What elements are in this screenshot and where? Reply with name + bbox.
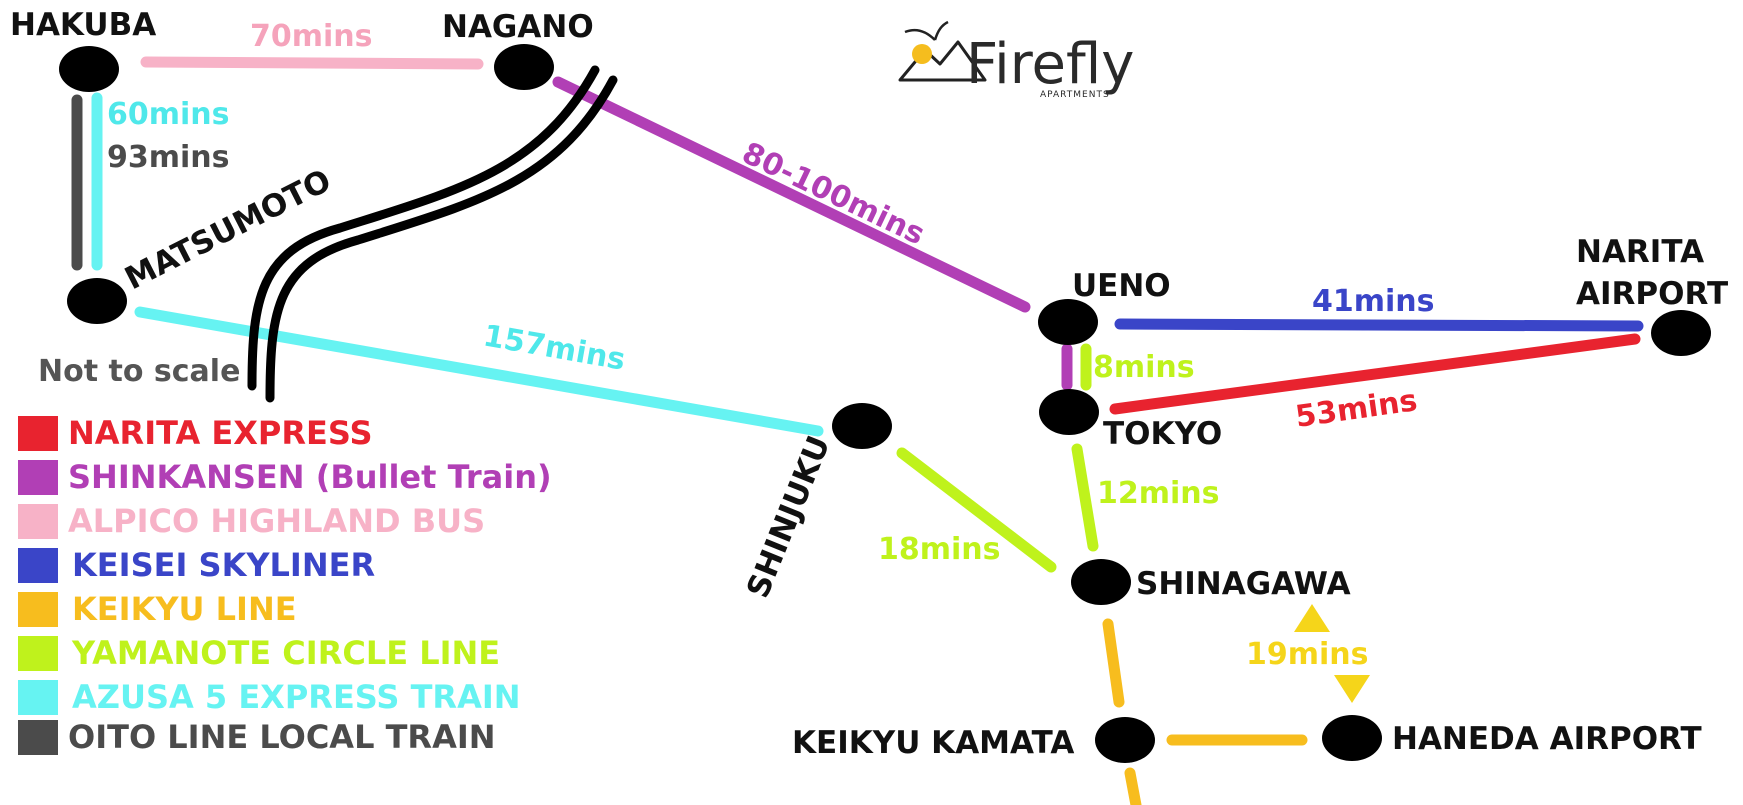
time-tokyo-shinagawa: 12mins xyxy=(1097,476,1220,511)
legend-label-keikyu-line: KEIKYU LINE xyxy=(72,590,297,628)
legend-label-azusa: AZUSA 5 EXPRESS TRAIN xyxy=(72,678,521,716)
time-tokyo-narita: 53mins xyxy=(1293,383,1419,435)
logo-name: Firefly xyxy=(966,32,1134,97)
time-hakuba-matsumoto-azusa: 60mins xyxy=(107,97,230,132)
legend-swatch-azusa xyxy=(18,680,58,715)
legend-swatch-shinkansen xyxy=(18,460,58,495)
legend-swatch-narita-express xyxy=(18,416,58,451)
station-label-ueno: UENO xyxy=(1072,268,1171,304)
station-dot-keikyu-kamata[interactable] xyxy=(1095,717,1155,763)
time-ueno-narita: 41mins xyxy=(1312,284,1435,319)
legend-item: KEISEI SKYLINER xyxy=(18,546,375,584)
station-dot-ueno[interactable] xyxy=(1038,299,1098,345)
route-yamanote-tokyo-shinagawa xyxy=(1071,443,1099,552)
station-dot-hakuba[interactable] xyxy=(59,46,119,92)
station-label-matsumoto: MATSUMOTO xyxy=(119,163,337,298)
firefly-mountain-icon xyxy=(898,20,987,82)
legend-label-alpico-bus: ALPICO HIGHLAND BUS xyxy=(68,502,485,540)
time-ueno-tokyo: 8mins xyxy=(1093,350,1195,385)
legend-label-keisei-skyliner: KEISEI SKYLINER xyxy=(72,546,375,584)
time-shinagawa-haneda: 19mins xyxy=(1246,637,1369,672)
legend-item: OITO LINE LOCAL TRAIN xyxy=(18,718,496,756)
station-label-shinjuku: SHINJUKU xyxy=(740,431,837,603)
station-label-tokyo: TOKYO xyxy=(1103,416,1222,452)
route-shinkansen-nagano-ueno xyxy=(552,76,1031,313)
scale-break-symbol xyxy=(247,65,618,403)
arrow-down-icon xyxy=(1334,675,1370,703)
station-dot-shinjuku[interactable] xyxy=(832,403,892,449)
legend: NARITA EXPRESS SHINKANSEN (Bullet Train)… xyxy=(18,414,552,756)
station-label-keikyu-kamata: KEIKYU KAMATA xyxy=(792,725,1074,761)
station-dot-nagano[interactable] xyxy=(494,44,554,90)
legend-swatch-keisei-skyliner xyxy=(18,548,58,583)
legend-item: YAMANOTE CIRCLE LINE xyxy=(18,634,500,672)
station-label-nagano: NAGANO xyxy=(442,9,594,45)
legend-label-narita-express: NARITA EXPRESS xyxy=(68,414,372,452)
route-yamanote-shinjuku-shinagawa xyxy=(896,447,1057,573)
station-dot-haneda-airport[interactable] xyxy=(1322,715,1382,761)
time-shinjuku-shinagawa: 18mins xyxy=(878,532,1001,567)
legend-item: AZUSA 5 EXPRESS TRAIN xyxy=(18,678,521,716)
station-label-haneda-airport: HANEDA AIRPORT xyxy=(1392,721,1702,757)
route-keikyu-shinagawa-kamata xyxy=(1102,618,1125,708)
station-dot-matsumoto[interactable] xyxy=(67,278,127,324)
station-label-narita-line1: NARITA xyxy=(1576,234,1704,270)
legend-label-yamanote: YAMANOTE CIRCLE LINE xyxy=(71,634,500,672)
route-skyliner-ueno-narita xyxy=(1114,318,1644,332)
firefly-logo: Firefly APARTMENTS xyxy=(898,20,1134,100)
legend-swatch-keikyu-line xyxy=(18,592,58,627)
time-hakuba-matsumoto-oito: 93mins xyxy=(107,140,230,175)
route-keikyu-kamata-south xyxy=(1124,767,1142,805)
route-alpico-hakuba-nagano xyxy=(140,56,484,70)
time-nagano-ueno: 80-100mins xyxy=(737,136,930,253)
not-to-scale-note: Not to scale xyxy=(38,354,240,389)
legend-item: KEIKYU LINE xyxy=(18,590,297,628)
time-matsumoto-shinjuku: 157mins xyxy=(481,318,628,377)
legend-item: NARITA EXPRESS xyxy=(18,414,372,452)
legend-swatch-alpico-bus xyxy=(18,504,58,539)
station-label-shinagawa: SHINAGAWA xyxy=(1136,566,1351,602)
legend-label-shinkansen: SHINKANSEN (Bullet Train) xyxy=(68,458,552,496)
station-label-hakuba: HAKUBA xyxy=(10,7,156,43)
logo-subtitle: APARTMENTS xyxy=(1040,90,1110,100)
legend-item: SHINKANSEN (Bullet Train) xyxy=(18,458,552,496)
legend-item: ALPICO HIGHLAND BUS xyxy=(18,502,485,540)
legend-swatch-oito xyxy=(18,720,58,755)
route-nex-tokyo-narita xyxy=(1109,333,1641,415)
station-label-narita-line2: AIRPORT xyxy=(1576,276,1728,312)
legend-label-oito: OITO LINE LOCAL TRAIN xyxy=(68,718,496,756)
station-dot-tokyo[interactable] xyxy=(1039,389,1099,435)
time-hakuba-nagano: 70mins xyxy=(250,19,373,54)
station-dot-shinagawa[interactable] xyxy=(1071,559,1131,605)
legend-swatch-yamanote xyxy=(18,636,58,671)
arrow-up-icon xyxy=(1294,604,1330,632)
station-dot-narita-airport[interactable] xyxy=(1651,310,1711,356)
